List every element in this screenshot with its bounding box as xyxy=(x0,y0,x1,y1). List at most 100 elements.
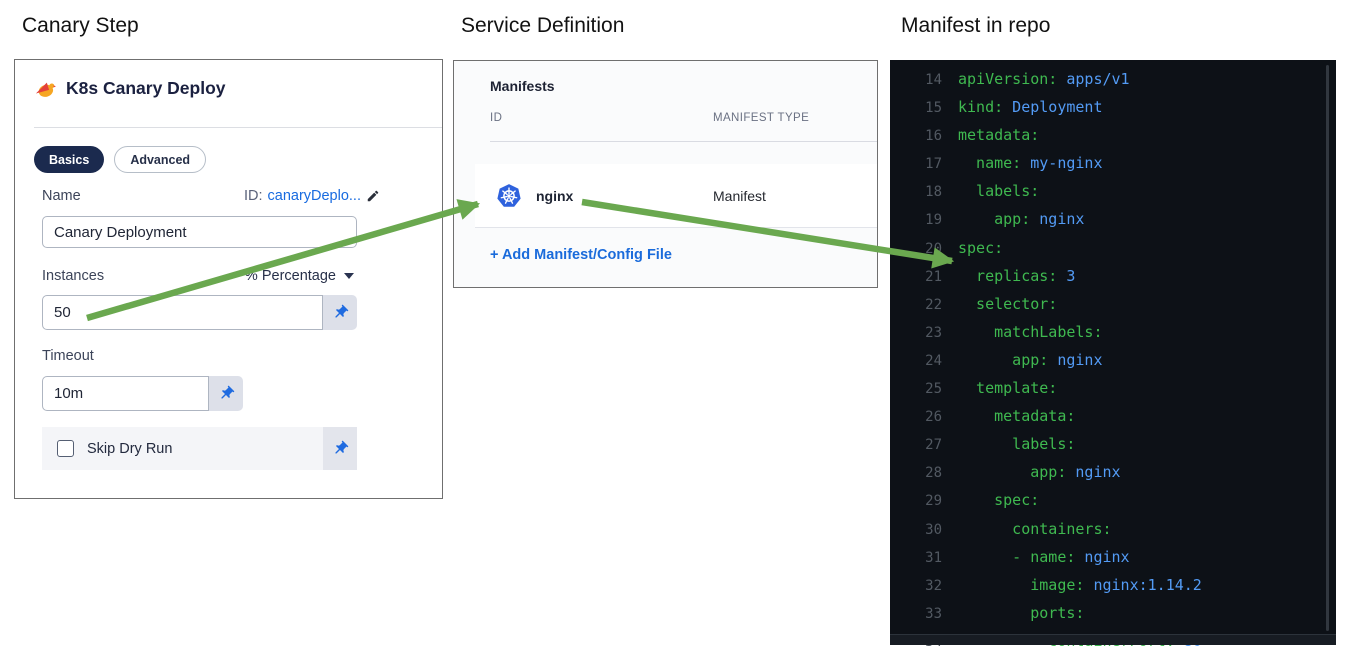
step-header: K8s Canary Deploy xyxy=(34,78,226,99)
code-bottom-strip xyxy=(890,634,1336,645)
yaml-value: nginx xyxy=(1030,210,1085,229)
line-number: 22 xyxy=(925,296,942,313)
name-input[interactable] xyxy=(42,216,357,248)
yaml-key: spec: xyxy=(958,491,1040,510)
yaml-key: metadata: xyxy=(958,126,1040,145)
code-line: 19 app: nginx xyxy=(898,206,1336,234)
line-number: 33 xyxy=(925,605,942,622)
manifests-title: Manifests xyxy=(490,78,555,94)
yaml-value: Deployment xyxy=(1003,98,1103,117)
yaml-key: replicas: xyxy=(958,266,1058,285)
step-title: K8s Canary Deploy xyxy=(66,78,226,98)
line-number: 15 xyxy=(925,100,942,117)
yaml-key: apiVersion: xyxy=(958,70,1058,88)
yaml-key: selector: xyxy=(958,294,1058,313)
code-line: 24 app: nginx xyxy=(898,347,1336,375)
line-number: 14 xyxy=(925,72,942,88)
tab-advanced[interactable]: Advanced xyxy=(114,146,207,173)
yaml-key: labels: xyxy=(958,182,1040,201)
instances-input[interactable] xyxy=(42,295,323,330)
timeout-input-group xyxy=(42,376,243,411)
chevron-down-icon xyxy=(344,273,354,279)
manifest-id: nginx xyxy=(536,187,574,204)
canary-step-heading: Canary Step xyxy=(22,14,139,37)
line-number: 23 xyxy=(925,324,942,341)
code-line: 14 apiVersion: apps/v1 xyxy=(898,66,1336,94)
code-line: 26 metadata: xyxy=(898,403,1336,431)
step-id-group: ID: canaryDeplo... xyxy=(244,188,380,204)
line-number: 26 xyxy=(925,409,942,426)
pushpin-icon xyxy=(334,440,348,454)
manifests-panel: Manifests ID MANIFEST TYPE xyxy=(453,60,878,288)
pushpin-icon xyxy=(220,385,234,399)
line-number: 31 xyxy=(925,549,942,566)
yaml-key: app: xyxy=(958,210,1031,229)
code-line: 25 template: xyxy=(898,375,1336,403)
line-number: 32 xyxy=(925,577,942,594)
service-definition-heading: Service Definition xyxy=(461,14,625,37)
line-number: 28 xyxy=(925,465,942,482)
id-label: ID: xyxy=(243,188,263,204)
manifest-type: Manifest xyxy=(713,187,766,204)
manifest-in-repo-heading: Manifest in repo xyxy=(901,14,1051,37)
line-number: 19 xyxy=(925,212,942,229)
yaml-key: spec: xyxy=(958,238,1004,257)
code-line: 27 labels: xyxy=(898,431,1336,459)
yaml-key: labels: xyxy=(958,435,1076,454)
pushpin-icon xyxy=(334,304,348,318)
timeout-input[interactable] xyxy=(42,376,209,411)
instances-mode-value: % Percentage xyxy=(244,268,336,284)
yaml-value: nginx:1.14.2 xyxy=(1084,575,1202,594)
yaml-key: image: xyxy=(958,575,1085,594)
code-line: 28 app: nginx xyxy=(898,459,1336,487)
yaml-value: nginx xyxy=(1075,547,1130,566)
yaml-key: app: xyxy=(958,350,1049,369)
line-number: 21 xyxy=(925,268,942,285)
yaml-value: my-nginx xyxy=(1021,154,1103,173)
yaml-value: apps/v1 xyxy=(1057,70,1130,88)
code-line: 30 containers: xyxy=(898,516,1336,544)
tab-row: Basics Advanced xyxy=(34,146,207,173)
instances-label: Instances xyxy=(42,268,105,284)
code-line: 20 spec: xyxy=(898,235,1336,263)
code-line: 17 name: my-nginx xyxy=(898,150,1336,178)
edit-pencil-icon[interactable] xyxy=(366,189,380,203)
line-number: 30 xyxy=(925,521,942,538)
yaml-key: metadata: xyxy=(958,407,1076,426)
name-label: Name xyxy=(42,188,81,204)
yaml-value: nginx xyxy=(1066,463,1121,482)
add-manifest-link[interactable]: + Add Manifest/Config File xyxy=(490,247,672,263)
instances-runtime-pin-button[interactable] xyxy=(323,295,357,330)
timeout-runtime-pin-button[interactable] xyxy=(209,376,243,411)
code-line: 32 image: nginx:1.14.2 xyxy=(898,572,1336,600)
instances-mode-dropdown[interactable]: % Percentage xyxy=(245,268,354,284)
skip-dry-run-runtime-pin-button[interactable] xyxy=(323,427,357,470)
skip-dry-run-label: Skip Dry Run xyxy=(87,440,173,457)
line-number: 18 xyxy=(925,184,942,201)
code-line: 33 ports: xyxy=(898,600,1336,628)
line-number: 27 xyxy=(925,437,942,454)
tab-basics[interactable]: Basics xyxy=(34,146,105,173)
line-number: 20 xyxy=(925,240,942,257)
id-link[interactable]: canaryDeplo... xyxy=(267,188,362,204)
skip-dry-run-checkbox[interactable] xyxy=(57,440,74,457)
code-line: 15 kind: Deployment xyxy=(898,94,1336,122)
code-line: 22 selector: xyxy=(898,291,1336,319)
code-scrollbar[interactable] xyxy=(1326,65,1329,631)
line-number: 29 xyxy=(925,493,942,510)
timeout-label: Timeout xyxy=(42,348,94,364)
table-divider xyxy=(490,141,877,142)
yaml-key: - name: xyxy=(958,547,1076,566)
kubernetes-icon xyxy=(496,183,522,209)
code-line: 23 matchLabels: xyxy=(898,319,1336,347)
line-number: 25 xyxy=(925,381,942,398)
line-number: 17 xyxy=(925,156,942,173)
code-line: 18 labels: xyxy=(898,178,1336,206)
code-line: 21 replicas: 3 xyxy=(898,263,1336,291)
manifest-row[interactable]: nginx Manifest xyxy=(475,164,877,228)
yaml-key: kind: xyxy=(958,98,1004,117)
line-number: 16 xyxy=(925,128,942,145)
yaml-key: name: xyxy=(958,154,1022,173)
